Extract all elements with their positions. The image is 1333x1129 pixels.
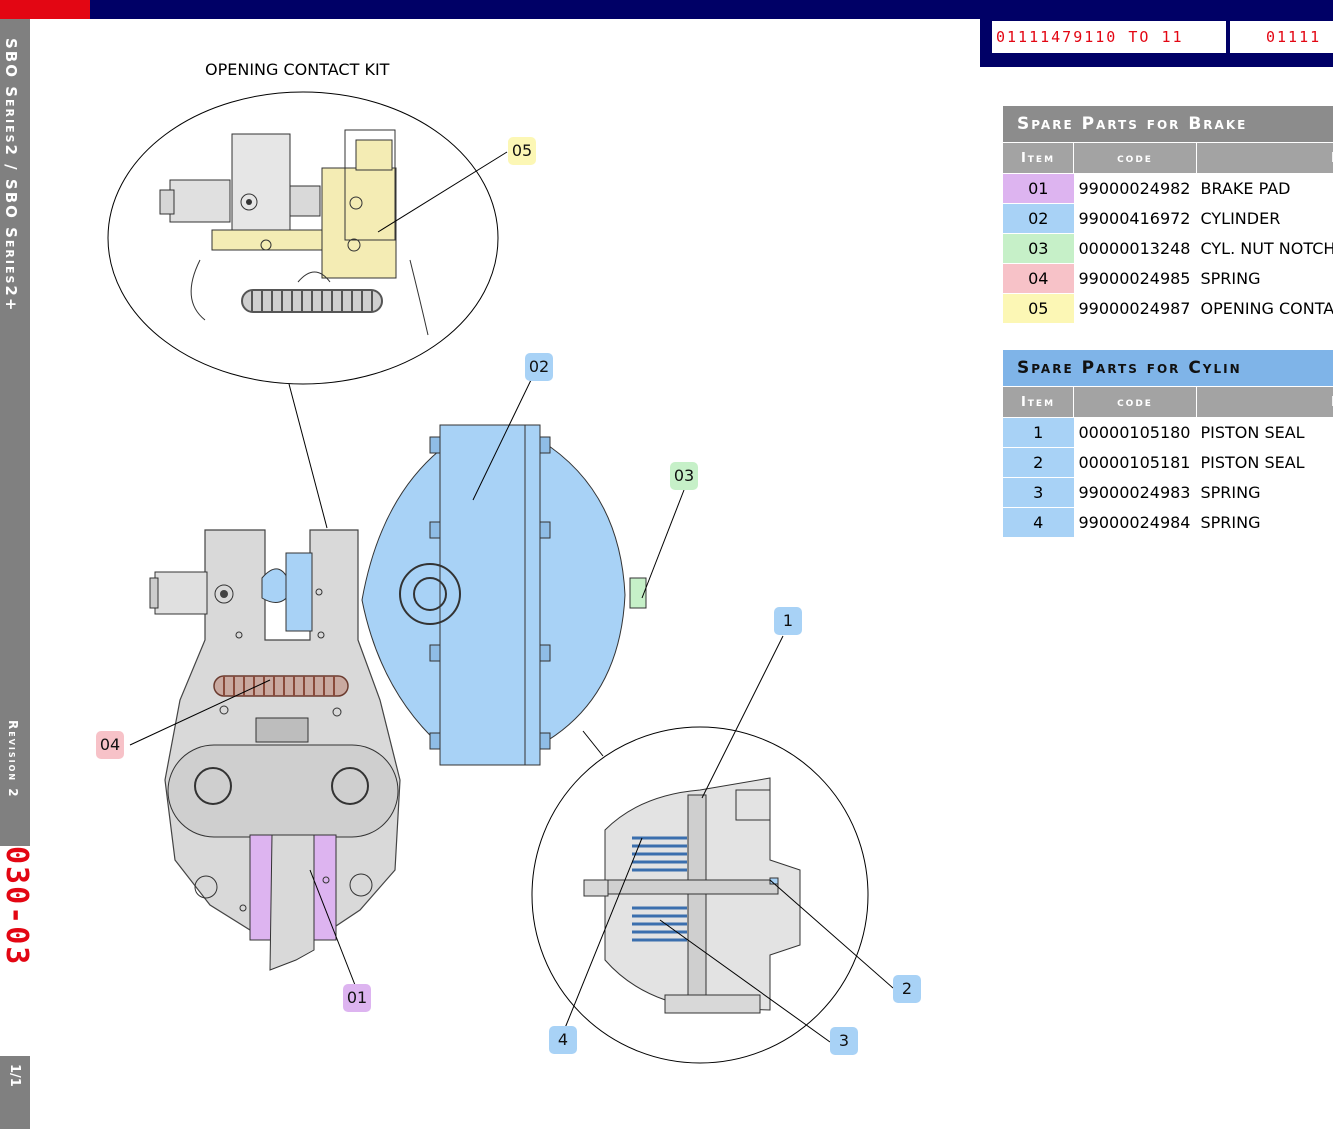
table-row: 01 99000024982 BRAKE PAD xyxy=(1003,173,1333,204)
row-desc: SPRING xyxy=(1196,263,1333,294)
table-row: 2 00000105181 PISTON SEAL xyxy=(1003,447,1333,478)
table-row: 3 99000024983 SPRING xyxy=(1003,477,1333,508)
cylinder-parts-table: Spare Parts for Cylin Item code De 1 000… xyxy=(1003,350,1333,538)
header-desc: De xyxy=(1196,386,1333,418)
header-item: Item xyxy=(1003,142,1074,174)
row-item: 04 xyxy=(1003,263,1074,294)
row-desc: OPENING CONTA xyxy=(1196,293,1333,324)
cylinder-section-detail xyxy=(531,726,869,1064)
row-item: 2 xyxy=(1003,447,1074,478)
row-code: 00000013248 xyxy=(1073,233,1197,264)
callout-1: 1 xyxy=(774,607,802,635)
cylinder-drawing xyxy=(361,424,647,766)
row-desc: PISTON SEAL xyxy=(1196,417,1333,448)
row-code: 99000024985 xyxy=(1073,263,1197,294)
row-item: 3 xyxy=(1003,477,1074,508)
table-row: 05 99000024987 OPENING CONTA xyxy=(1003,293,1333,324)
row-desc: CYL. NUT NOTCH xyxy=(1196,233,1333,264)
page-code-text: 030-03 xyxy=(0,846,34,967)
row-item: 02 xyxy=(1003,203,1074,234)
brake-parts-table: Spare Parts for Brake Item code De 01 99… xyxy=(1003,106,1333,324)
top-bar-accent xyxy=(0,0,90,19)
row-item: 03 xyxy=(1003,233,1074,264)
table-row: 04 99000024985 SPRING xyxy=(1003,263,1333,294)
table-row: 03 00000013248 CYL. NUT NOTCH xyxy=(1003,233,1333,264)
sidebar-page-code: 030-03 xyxy=(0,846,34,1056)
row-item: 4 xyxy=(1003,507,1074,538)
row-code: 99000024982 xyxy=(1073,173,1197,204)
row-desc: SPRING xyxy=(1196,477,1333,508)
brake-assembly-drawing xyxy=(107,91,894,1064)
leader-lines xyxy=(129,379,894,1043)
serial-range-next: 01111 xyxy=(1230,21,1333,53)
brake-table-title: Spare Parts for Brake xyxy=(1003,106,1333,143)
kit-title: OPENING CONTACT KIT xyxy=(205,60,390,79)
sidebar-page-number: 1/1 xyxy=(7,1064,22,1087)
header-code: code xyxy=(1073,142,1197,174)
sidebar-series-text: SBO Series2 / SBO Series2+ xyxy=(2,38,20,313)
sidebar-revision-text: Revision 2 xyxy=(6,720,20,799)
row-desc: CYLINDER xyxy=(1196,203,1333,234)
callout-01: 01 xyxy=(343,984,371,1012)
callout-04: 04 xyxy=(96,731,124,759)
row-code: 99000416972 xyxy=(1073,203,1197,234)
callout-03: 03 xyxy=(670,462,698,490)
row-code: 00000105180 xyxy=(1073,417,1197,448)
row-item: 05 xyxy=(1003,293,1074,324)
row-item: 01 xyxy=(1003,173,1074,204)
callout-05: 05 xyxy=(508,137,536,165)
row-desc: PISTON SEAL xyxy=(1196,447,1333,478)
cylinder-table-title: Spare Parts for Cylin xyxy=(1003,350,1333,387)
header-desc: De xyxy=(1196,142,1333,174)
opening-contact-kit-detail xyxy=(107,91,508,385)
row-desc: SPRING xyxy=(1196,507,1333,538)
row-code: 99000024987 xyxy=(1073,293,1197,324)
top-bar xyxy=(0,0,1333,19)
serial-range: 01111479110 TO 11 xyxy=(992,21,1226,53)
header-code: code xyxy=(1073,386,1197,418)
row-code: 99000024983 xyxy=(1073,477,1197,508)
callout-3: 3 xyxy=(830,1027,858,1055)
table-row: 02 99000416972 CYLINDER xyxy=(1003,203,1333,234)
row-desc: BRAKE PAD xyxy=(1196,173,1333,204)
row-item: 1 xyxy=(1003,417,1074,448)
callout-4: 4 xyxy=(549,1026,577,1054)
callout-2: 2 xyxy=(893,975,921,1003)
callout-02: 02 xyxy=(525,353,553,381)
row-code: 99000024984 xyxy=(1073,507,1197,538)
header-item: Item xyxy=(1003,386,1074,418)
table-row: 1 00000105180 PISTON SEAL xyxy=(1003,417,1333,448)
table-row: 4 99000024984 SPRING xyxy=(1003,507,1333,538)
caliper-body xyxy=(149,529,401,971)
row-code: 00000105181 xyxy=(1073,447,1197,478)
